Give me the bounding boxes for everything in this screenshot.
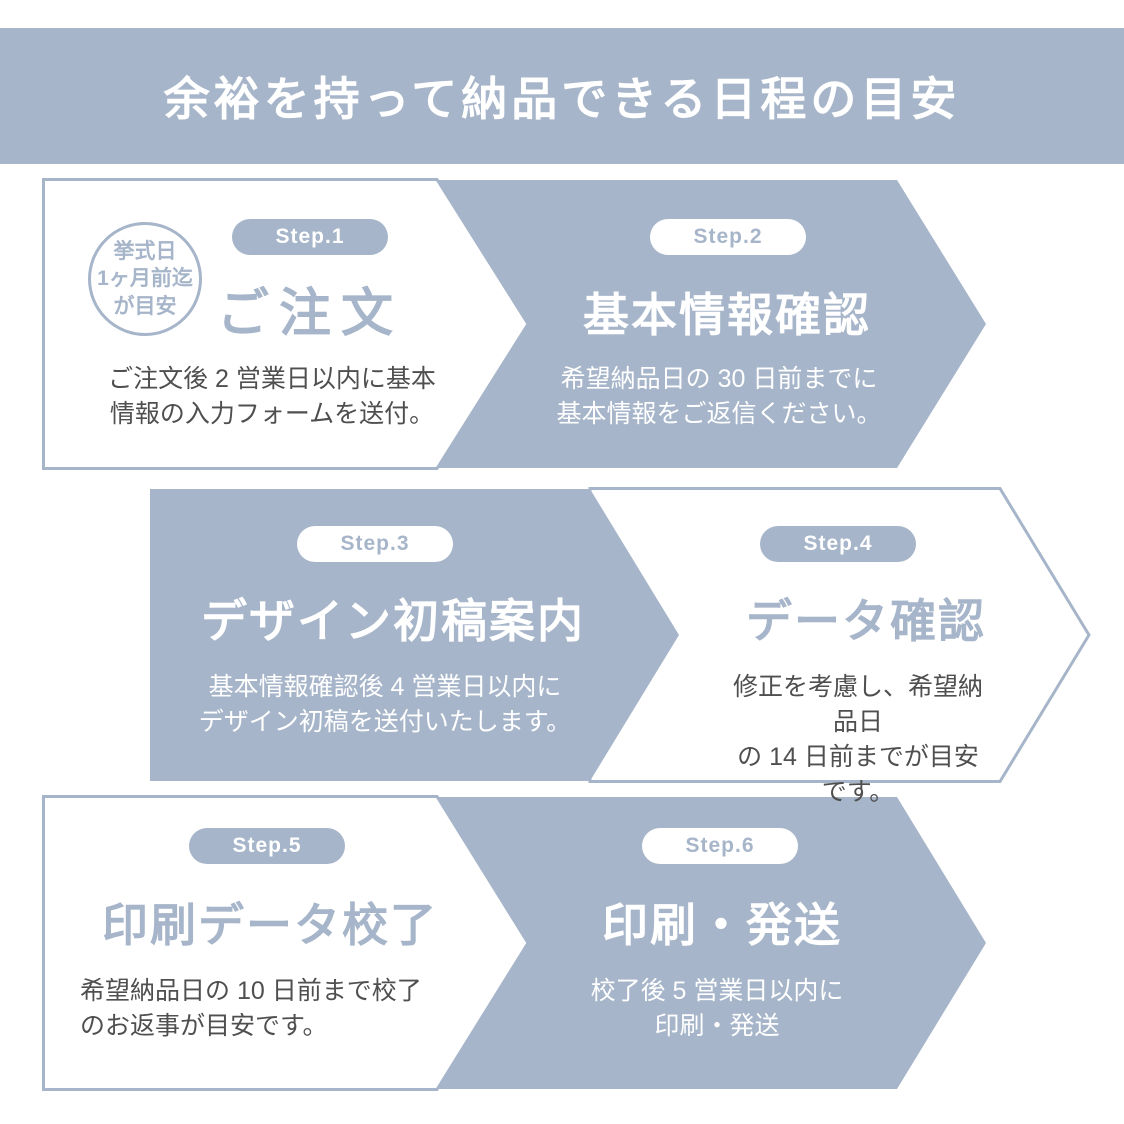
step4-label-pill: Step.4 (760, 526, 916, 562)
wedding-date-badge: 挙式日 1ヶ月前迄 が目安 (88, 222, 202, 336)
step3-title: デザイン初稿案内 (201, 595, 585, 647)
step2-title: 基本情報確認 (583, 289, 871, 341)
step5-description: 希望納品日の 10 日前まで校了 のお返事が目安です。 (80, 977, 422, 1040)
step6-title: 印刷・発送 (602, 899, 842, 951)
step1-description: ご注文後 2 営業日以内に基本 情報の入力フォームを送付。 (108, 365, 436, 428)
row3-arrows (42, 795, 986, 1091)
step4-title: データ確認 (746, 595, 986, 647)
step5-title: 印刷データ校了 (102, 899, 438, 951)
step3-label-pill: Step.3 (297, 526, 453, 562)
step5-arrow-shape (42, 795, 530, 1091)
step3-description: 基本情報確認後 4 営業日以内に デザイン初稿を送付いたします。 (198, 673, 572, 736)
step4-description: 修正を考慮し、希望納品日 の 14 日前までが目安です。 (732, 673, 983, 806)
step5-label-pill: Step.5 (189, 828, 345, 864)
step1-title: ご注文 (216, 285, 404, 343)
step6-arrow-shape (430, 797, 986, 1089)
step6-label-pill: Step.6 (642, 828, 798, 864)
step6-description: 校了後 5 営業日以内に 印刷・発送 (590, 977, 844, 1040)
row2-arrows (150, 487, 1091, 783)
page-title: 余裕を持って納品できる日程の目安 (163, 73, 961, 125)
step3-arrow-shape (150, 489, 679, 781)
header-band: 余裕を持って納品できる日程の目安 (0, 28, 1124, 164)
step2-arrow-shape (430, 180, 986, 468)
step2-label-pill: Step.2 (650, 219, 806, 255)
step1-label-pill: Step.1 (232, 219, 388, 255)
step2-description: 希望納品日の 30 日前までに 基本情報をご返信ください。 (556, 365, 882, 428)
